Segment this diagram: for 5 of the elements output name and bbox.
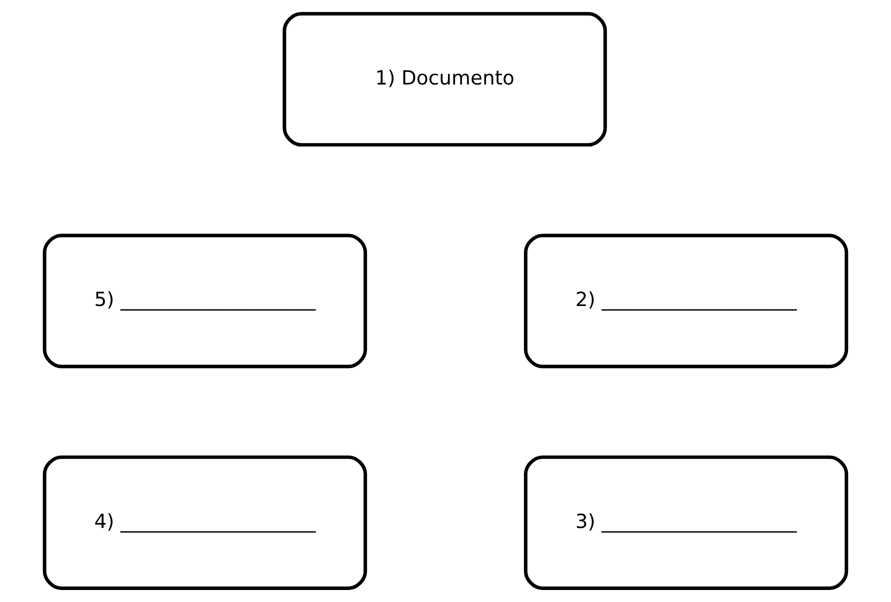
- node-box: 4) ____________________: [42, 455, 368, 590]
- node-box: 5) ____________________: [42, 234, 368, 368]
- node-box: 1) Documento: [282, 12, 607, 147]
- node-box: 2) ____________________: [524, 234, 848, 368]
- node-box: 3) ____________________: [524, 455, 848, 590]
